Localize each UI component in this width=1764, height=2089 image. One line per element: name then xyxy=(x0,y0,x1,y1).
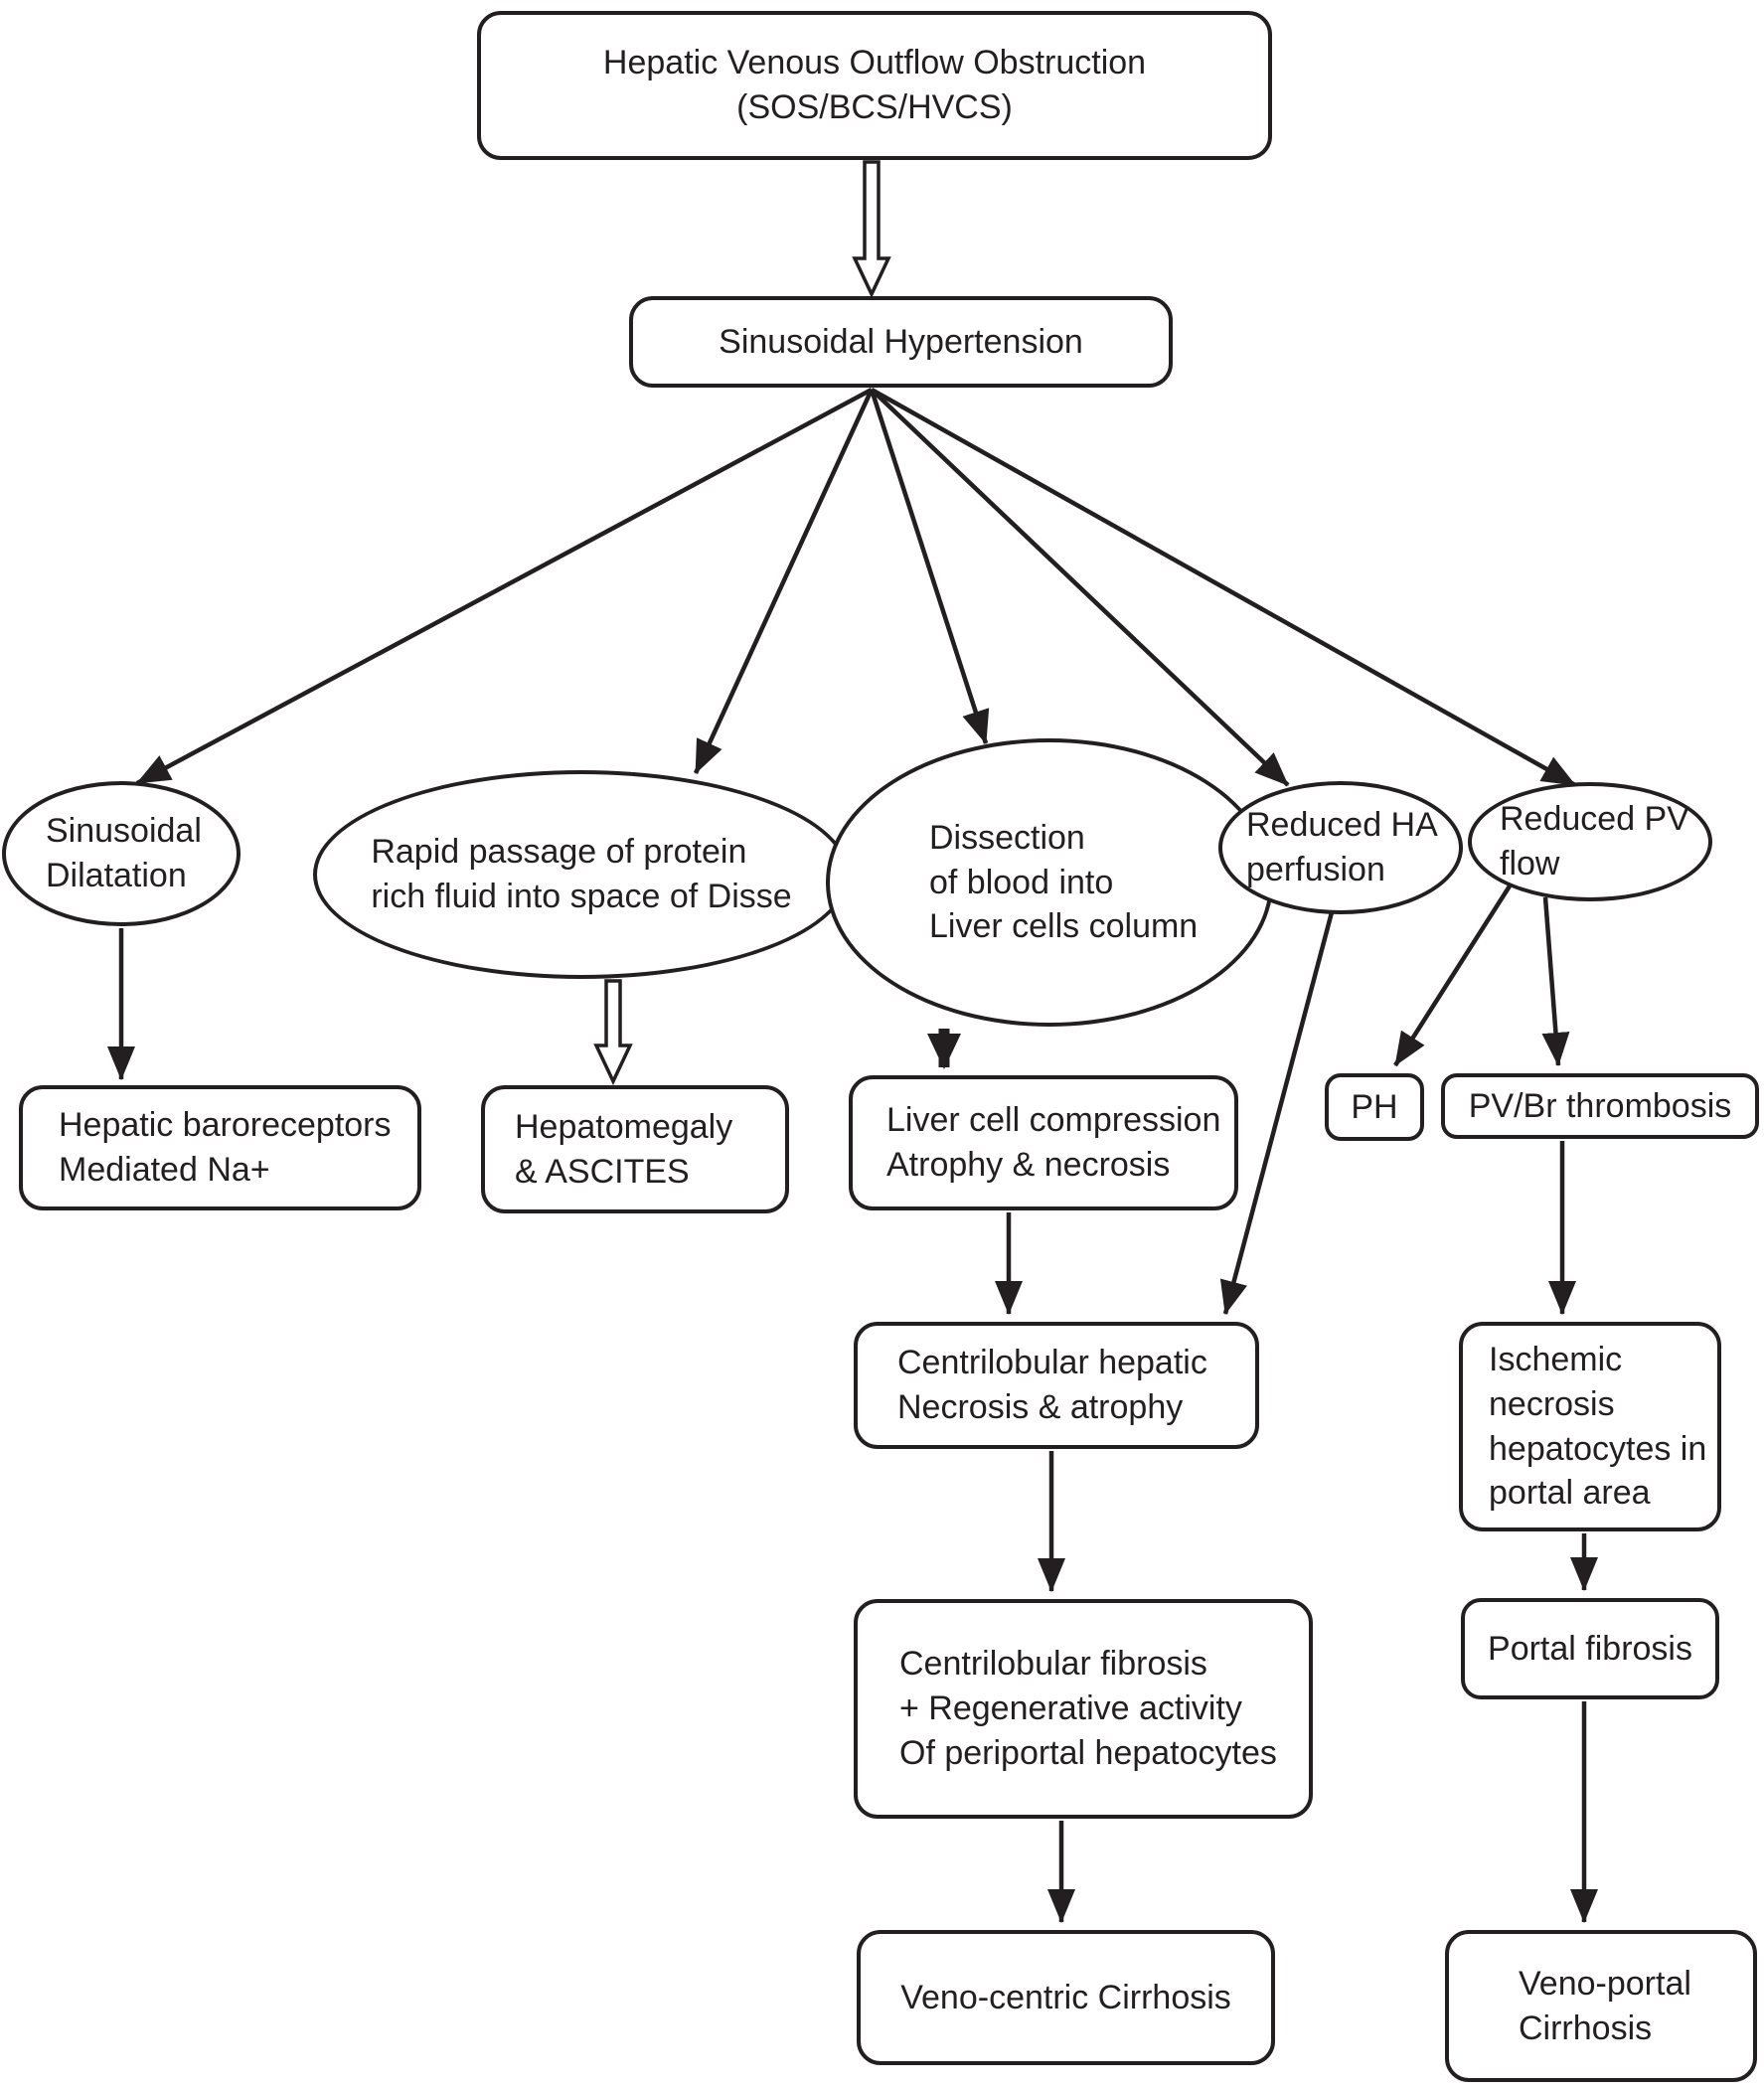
arrow-reduced_pv-to-ph xyxy=(1393,883,1513,1067)
arrow-reduced_ha-to-centrilobular_necrosis xyxy=(1219,911,1335,1315)
arrow-rapid_passage-to-hepatomegaly xyxy=(593,979,633,1086)
arrow-sinusoidal_hypertension-to-reduced_ha xyxy=(870,388,1290,787)
arrow-sinusoidal_hypertension-to-rapid_passage xyxy=(693,389,875,774)
node-veno-portal-cirrhosis: Veno-portal Cirrhosis xyxy=(1445,1930,1757,2082)
arrow-sinusoidal_hypertension-to-dissection xyxy=(869,389,990,744)
arrow-reduced_pv-to-pv_br_thrombosis xyxy=(1541,896,1570,1066)
arrow-sinusoidal_hypertension-to-reduced_pv xyxy=(870,388,1577,787)
node-pv-br-thrombosis: PV/Br thrombosis xyxy=(1441,1073,1759,1139)
node-hepatomegaly-ascites: Hepatomegaly & ASCITES xyxy=(481,1085,789,1213)
arrow-hvoo-to-sinusoidal_hypertension xyxy=(852,160,891,299)
node-dissection-of-blood: Dissection of blood into Liver cells col… xyxy=(826,738,1273,1027)
node-rapid-passage-protein-fluid: Rapid passage of protein rich fluid into… xyxy=(313,770,850,979)
node-veno-centric-cirrhosis: Veno-centric Cirrhosis xyxy=(857,1930,1275,2065)
node-sinusoidal-hypertension: Sinusoidal Hypertension xyxy=(629,296,1173,388)
node-ischemic-necrosis-portal-area: Ischemic necrosis hepatocytes in portal … xyxy=(1459,1322,1721,1531)
node-hepatic-venous-outflow-obstruction: Hepatic Venous Outflow Obstruction (SOS/… xyxy=(477,11,1272,160)
node-reduced-ha-perfusion: Reduced HA perfusion xyxy=(1218,781,1463,914)
node-centrilobular-hepatic-necrosis: Centrilobular hepatic Necrosis & atrophy xyxy=(854,1322,1259,1449)
arrow-sinusoidal_hypertension-to-sinusoidal_dilatation xyxy=(135,388,874,785)
node-hepatic-baroreceptors: Hepatic baroreceptors Mediated Na+ xyxy=(19,1085,421,1210)
node-ph: PH xyxy=(1325,1073,1424,1141)
node-centrilobular-fibrosis: Centrilobular fibrosis + Regenerative ac… xyxy=(854,1599,1313,1819)
node-reduced-pv-flow: Reduced PV flow xyxy=(1468,782,1712,901)
node-liver-cell-compression: Liver cell compression Atrophy & necrosi… xyxy=(849,1075,1238,1210)
node-portal-fibrosis: Portal fibrosis xyxy=(1461,1598,1719,1699)
node-sinusoidal-dilatation: Sinusoidal Dilatation xyxy=(2,781,241,926)
